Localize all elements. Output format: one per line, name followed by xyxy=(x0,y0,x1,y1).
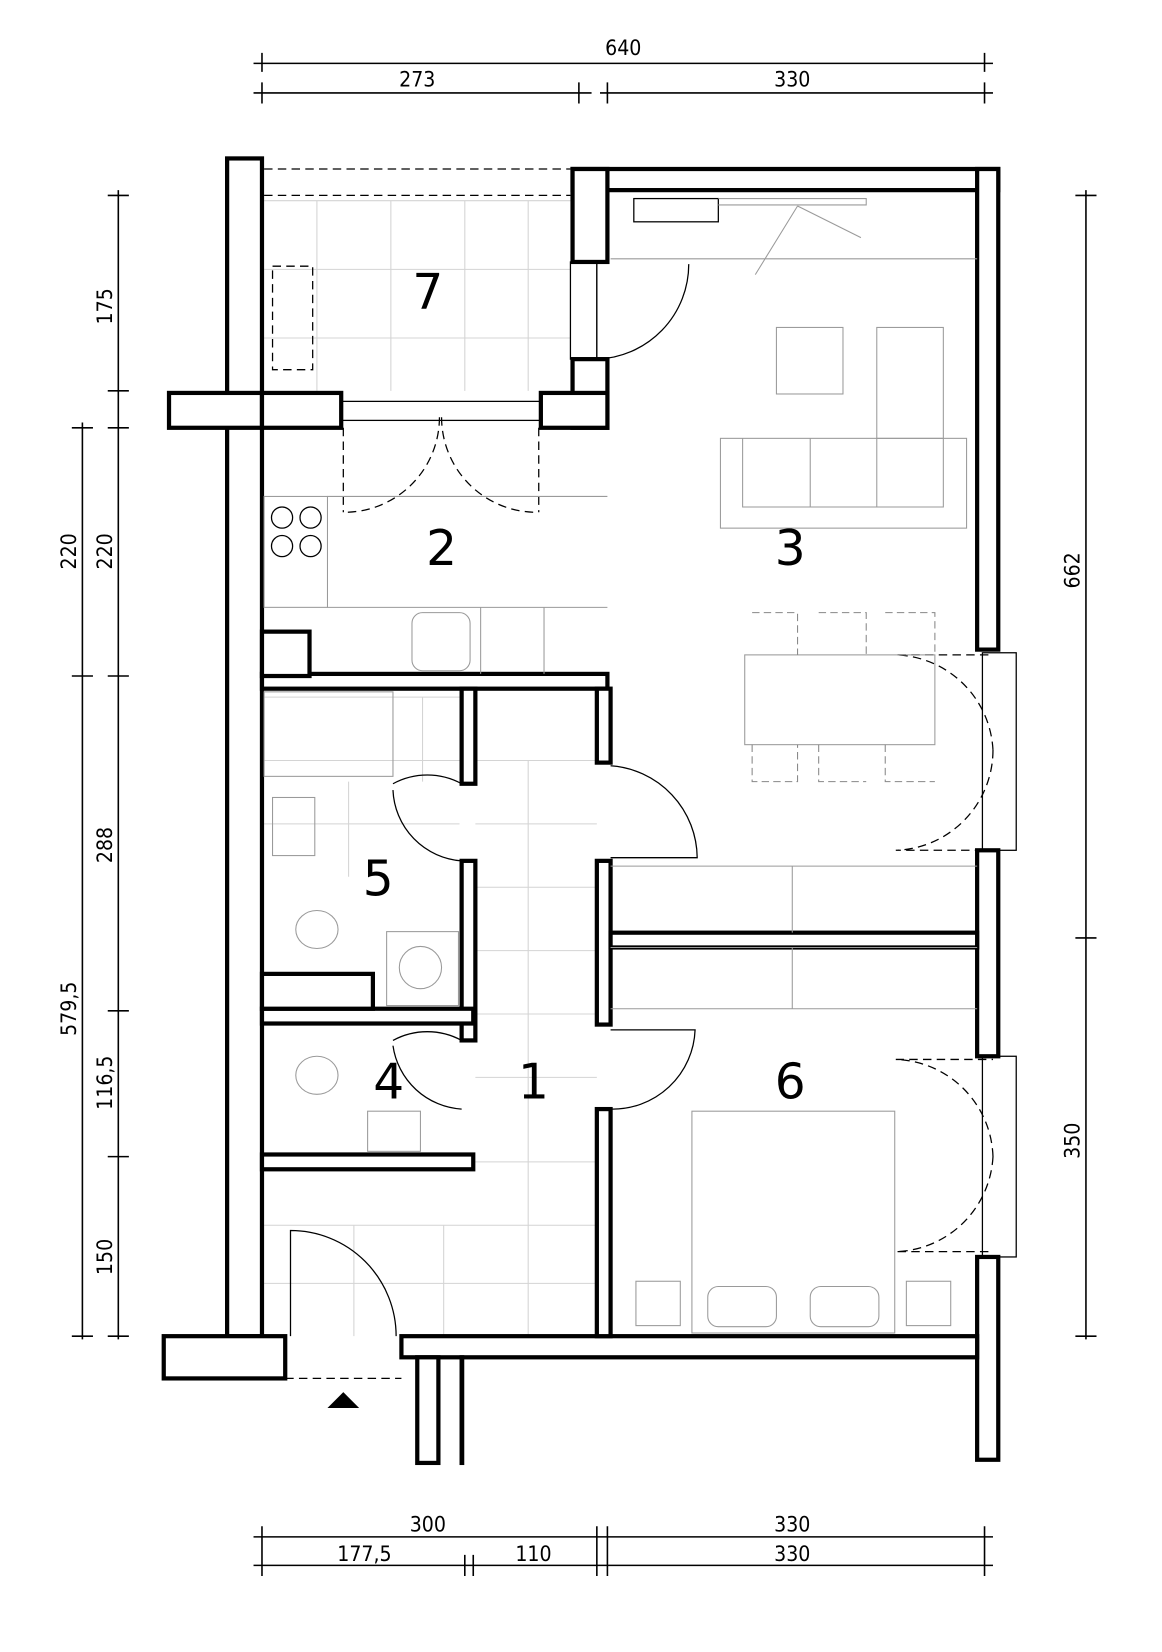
dim-right-350: 350 xyxy=(1060,1123,1085,1159)
doors xyxy=(285,261,994,1409)
dim-left-outer-579-5: 579,5 xyxy=(56,982,81,1036)
dim-left-175: 175 xyxy=(92,288,117,324)
room-2: 2 xyxy=(426,521,457,577)
dim-bottom-110: 110 xyxy=(515,1541,551,1566)
dimension-lines xyxy=(71,52,1097,1576)
dim-left-150: 150 xyxy=(92,1239,117,1275)
dim-left-116-5: 116,5 xyxy=(92,1055,117,1109)
entrance-arrow-icon xyxy=(327,1392,360,1409)
room-3: 3 xyxy=(775,521,806,577)
dim-top-total: 640 xyxy=(605,35,641,60)
dim-left-220: 220 xyxy=(92,533,117,569)
room-5: 5 xyxy=(363,852,394,908)
room-6: 6 xyxy=(775,1055,806,1111)
dim-top-right: 330 xyxy=(774,67,810,92)
room-1: 1 xyxy=(518,1055,549,1111)
walls xyxy=(161,156,1001,1466)
floor-tiles xyxy=(264,200,597,1337)
room-labels: 7 2 3 5 4 1 6 xyxy=(363,264,806,1110)
furniture xyxy=(263,197,978,1334)
dim-bottom-330-a: 330 xyxy=(774,1512,810,1537)
dim-left-outer-220: 220 xyxy=(56,533,81,569)
dim-top-left: 273 xyxy=(399,67,435,92)
dim-bottom-330-b: 330 xyxy=(774,1541,810,1566)
room-4: 4 xyxy=(373,1055,404,1111)
dim-right-662: 662 xyxy=(1060,552,1085,588)
dim-bottom-300: 300 xyxy=(410,1512,446,1537)
dim-left-288: 288 xyxy=(92,827,117,863)
room-7: 7 xyxy=(412,264,443,320)
dimension-labels: 640 273 330 300 330 177,5 110 330 220 57… xyxy=(56,35,1085,1566)
dim-bottom-177-5: 177,5 xyxy=(337,1541,391,1566)
